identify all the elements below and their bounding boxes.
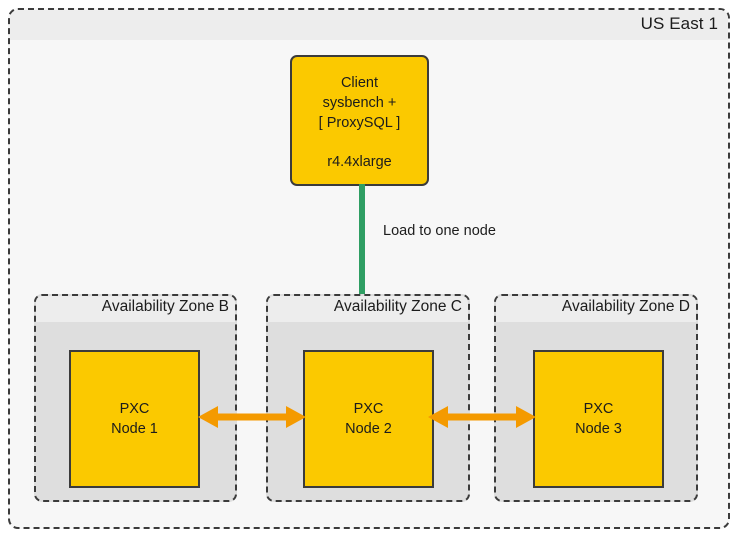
pxc-node-3-line2: Node 3 <box>575 421 622 437</box>
zone-header-band-b <box>36 296 235 322</box>
pxc-node-1-line2: Node 1 <box>111 421 158 437</box>
availability-zone-d: Availability Zone D PXC Node 3 <box>494 294 698 502</box>
client-instance-type: r4.4xlarge <box>327 154 392 170</box>
availability-zone-c: Availability Zone C PXC Node 2 <box>266 294 470 502</box>
zone-title-c: Availability Zone C <box>333 298 462 315</box>
client-line-1: Client <box>340 75 379 91</box>
client-line-3: [ ProxySQL ] <box>318 115 401 131</box>
region-title: US East 1 <box>640 14 718 33</box>
client-node-box: Client sysbench + [ ProxySQL ] r4.4xlarg… <box>290 55 429 186</box>
pxc-node-2-line2: Node 2 <box>345 421 392 437</box>
pxc-node-1-line1: PXC <box>119 401 150 417</box>
load-arrow-label: Load to one node <box>383 223 496 239</box>
zone-header-band-c <box>268 296 468 322</box>
pxc-node-1-box: PXC Node 1 <box>69 350 200 488</box>
client-line-2: sysbench + <box>322 95 397 111</box>
zone-title-d: Availability Zone D <box>561 298 690 315</box>
zone-title-b: Availability Zone B <box>101 298 229 315</box>
pxc-node-2-box: PXC Node 2 <box>303 350 434 488</box>
zone-header-band-d <box>496 296 696 322</box>
pxc-node-2-line1: PXC <box>353 401 384 417</box>
pxc-node-3-line1: PXC <box>583 401 614 417</box>
region-header-band <box>10 10 728 40</box>
pxc-node-3-box: PXC Node 3 <box>533 350 664 488</box>
availability-zone-b: Availability Zone B PXC Node 1 <box>34 294 237 502</box>
